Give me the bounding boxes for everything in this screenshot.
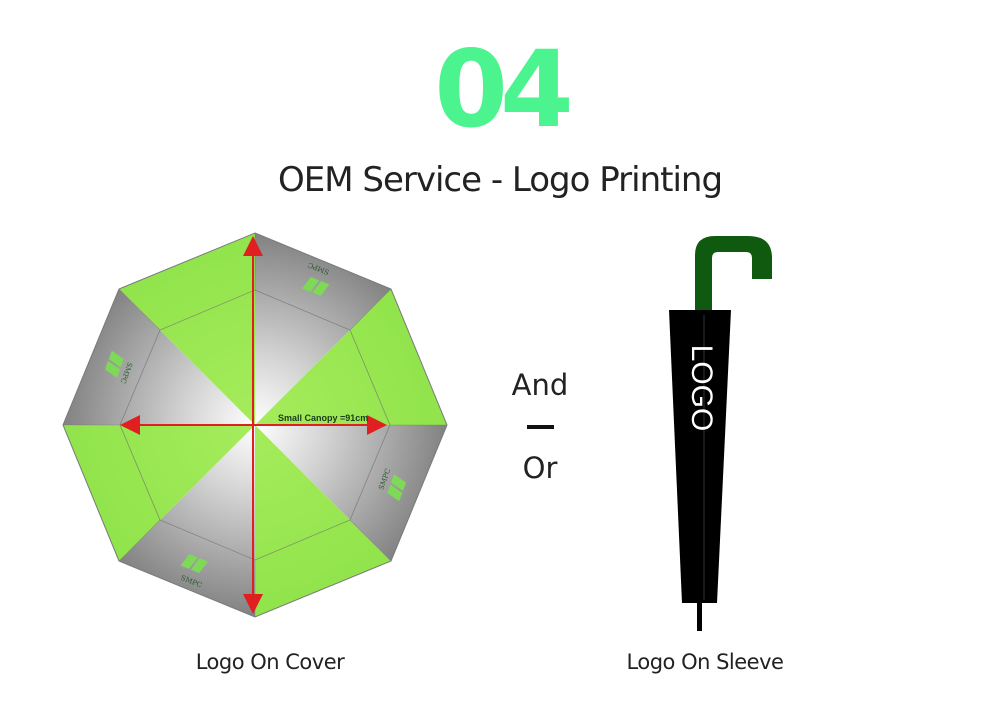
canopy-panel-1 xyxy=(255,233,391,425)
sleeve-logo-text: LOGO xyxy=(685,345,718,432)
umbrella-canopy xyxy=(62,232,448,618)
canopy-panel-7 xyxy=(63,289,255,425)
separator-dash xyxy=(527,425,554,429)
canopy-panel-4 xyxy=(255,425,391,617)
canopy-panel-8 xyxy=(119,233,255,425)
canopy-panel-3 xyxy=(255,425,447,561)
caption-logo-on-sleeve: Logo On Sleeve xyxy=(626,650,784,674)
folded-umbrella: LOGO xyxy=(669,236,772,631)
umbrella-tip xyxy=(697,603,702,631)
canopy-panel-2 xyxy=(255,289,447,425)
step-number: 04 xyxy=(434,28,574,151)
umbrella-sleeve xyxy=(669,310,731,603)
umbrella-handle xyxy=(695,236,772,312)
canopy-panel-6 xyxy=(63,425,255,561)
caption-logo-on-cover: Logo On Cover xyxy=(195,650,345,674)
canopy-ribs xyxy=(63,233,447,617)
and-label: And xyxy=(511,368,569,402)
or-label: Or xyxy=(522,451,558,485)
page-title: OEM Service - Logo Printing xyxy=(277,160,723,200)
measure-arrows xyxy=(120,236,387,614)
canopy-panel-5 xyxy=(119,425,255,617)
canopy-measure-label: Small Canopy =91cm xyxy=(278,413,368,423)
